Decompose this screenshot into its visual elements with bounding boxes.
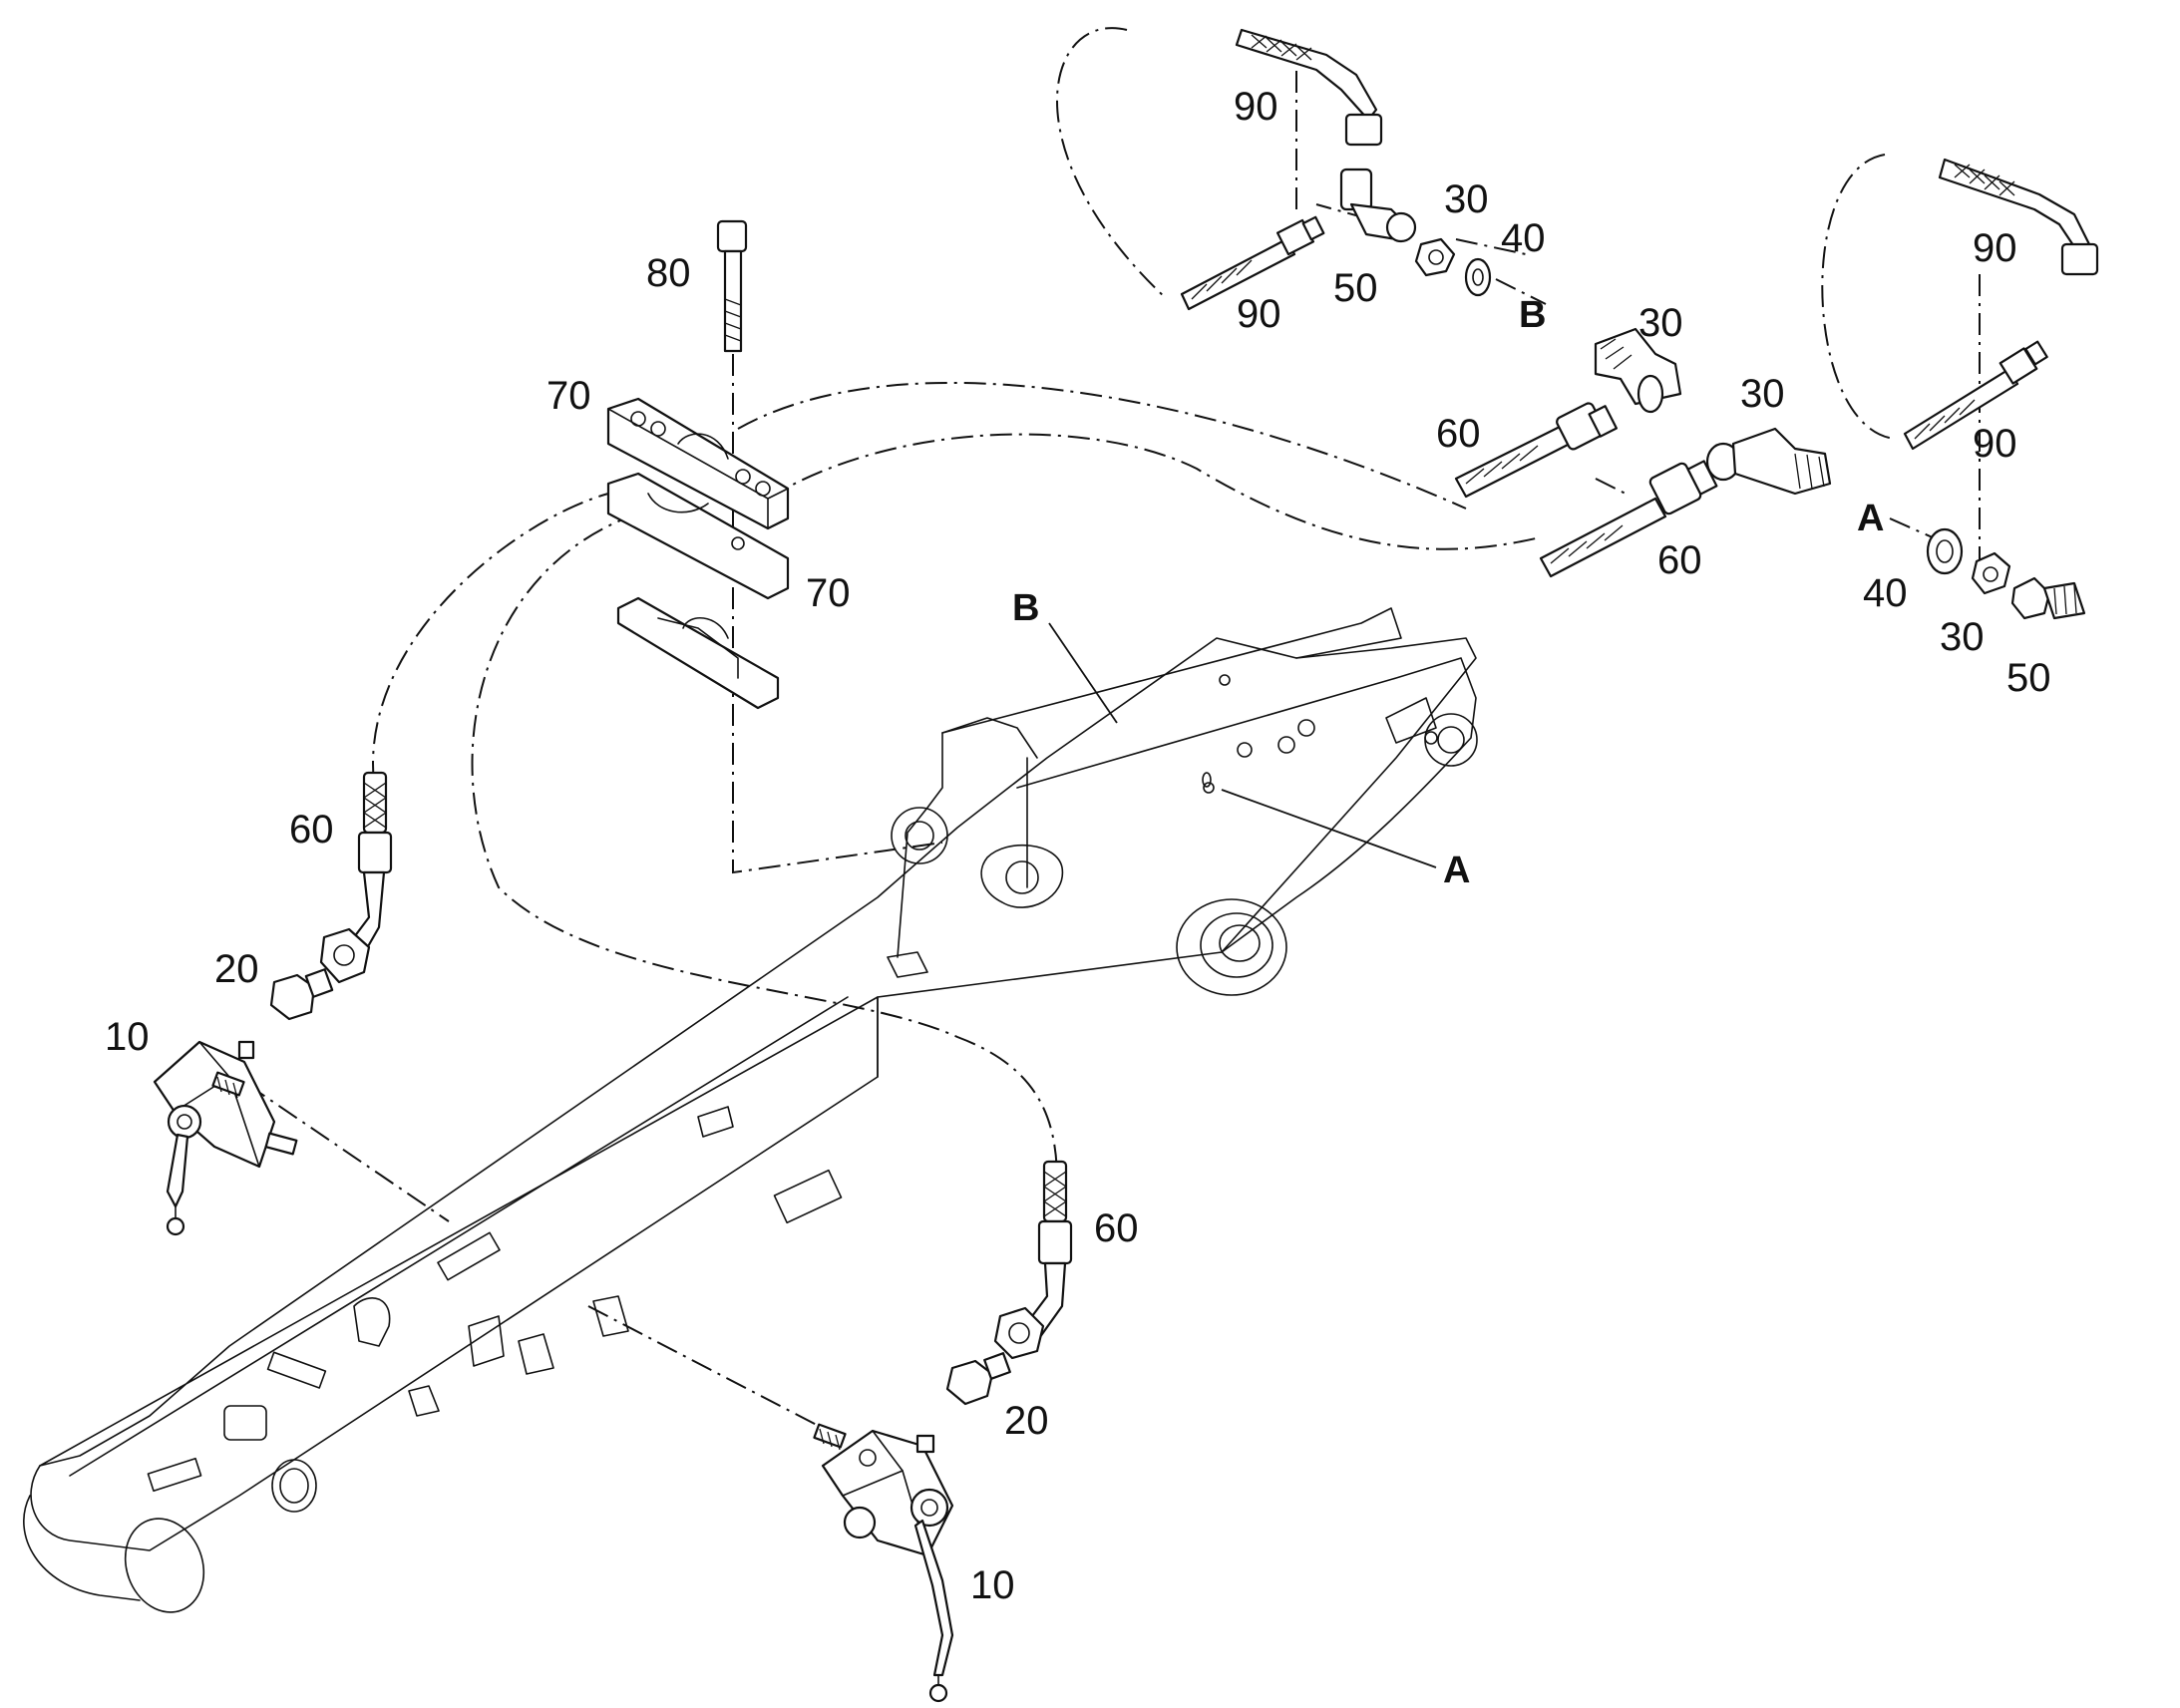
callout-30: 30 bbox=[1940, 615, 1985, 659]
elbow-30-a bbox=[1705, 427, 1832, 496]
hose-90-right-upper bbox=[1938, 158, 2099, 276]
callout-20: 20 bbox=[214, 947, 259, 991]
nut-30-upper bbox=[1414, 237, 1456, 277]
callout-10: 10 bbox=[105, 1015, 150, 1059]
callout-60: 60 bbox=[1094, 1206, 1139, 1250]
leader-A-boom bbox=[1221, 789, 1437, 868]
bolt-80 bbox=[716, 219, 748, 353]
callout-10: 10 bbox=[970, 1563, 1015, 1607]
nut-30-right bbox=[1971, 551, 2011, 595]
callout-90: 90 bbox=[1234, 85, 1278, 129]
fitting-20-lower-left bbox=[269, 968, 334, 1021]
callout-70: 70 bbox=[806, 571, 851, 615]
callout-40: 40 bbox=[1863, 571, 1908, 615]
clamp-70 bbox=[606, 397, 790, 710]
hose-60-lower-left bbox=[319, 771, 393, 984]
washer-40-right bbox=[1926, 527, 1964, 575]
callout-80: 80 bbox=[646, 251, 691, 295]
callout-90: 90 bbox=[1973, 226, 2017, 270]
callout-60: 60 bbox=[289, 808, 334, 852]
callout-30: 30 bbox=[1740, 372, 1785, 416]
callout-70: 70 bbox=[546, 374, 591, 418]
hose-60-lower-right bbox=[993, 1160, 1073, 1360]
callout-letter-a: A bbox=[1857, 498, 1884, 539]
hose-60-upper-a bbox=[1454, 402, 1619, 499]
elbow-30-b bbox=[1594, 327, 1682, 414]
callout-60: 60 bbox=[1436, 412, 1481, 456]
callout-60: 60 bbox=[1657, 538, 1702, 582]
boom-arm bbox=[23, 607, 1478, 1613]
hose-90-upper-left bbox=[1235, 28, 1383, 147]
elbow-50-upper bbox=[1339, 168, 1417, 243]
callout-50: 50 bbox=[1333, 266, 1378, 310]
callout-30: 30 bbox=[1638, 301, 1683, 345]
valve-10-lower-right bbox=[813, 1423, 954, 1703]
callout-letter-a: A bbox=[1443, 850, 1470, 891]
callout-letter-b: B bbox=[1012, 587, 1039, 629]
leader-B-boom bbox=[1048, 622, 1118, 724]
callout-30: 30 bbox=[1444, 177, 1489, 221]
hose-60-upper-b bbox=[1539, 460, 1718, 578]
callout-90: 90 bbox=[1973, 422, 2017, 466]
callout-40: 40 bbox=[1501, 216, 1546, 260]
valve-10-lower-left bbox=[153, 1040, 298, 1236]
elbow-50-right bbox=[2010, 576, 2086, 620]
hose-90-upper-left-2 bbox=[1180, 215, 1325, 311]
callout-50: 50 bbox=[2006, 656, 2051, 700]
washer-40-upper bbox=[1464, 257, 1492, 297]
hose-90-right-lower bbox=[1903, 340, 2048, 451]
fitting-20-lower-right bbox=[945, 1352, 1011, 1406]
callout-letter-b: B bbox=[1519, 294, 1546, 336]
callout-90: 90 bbox=[1237, 292, 1281, 336]
callout-20: 20 bbox=[1004, 1399, 1049, 1443]
